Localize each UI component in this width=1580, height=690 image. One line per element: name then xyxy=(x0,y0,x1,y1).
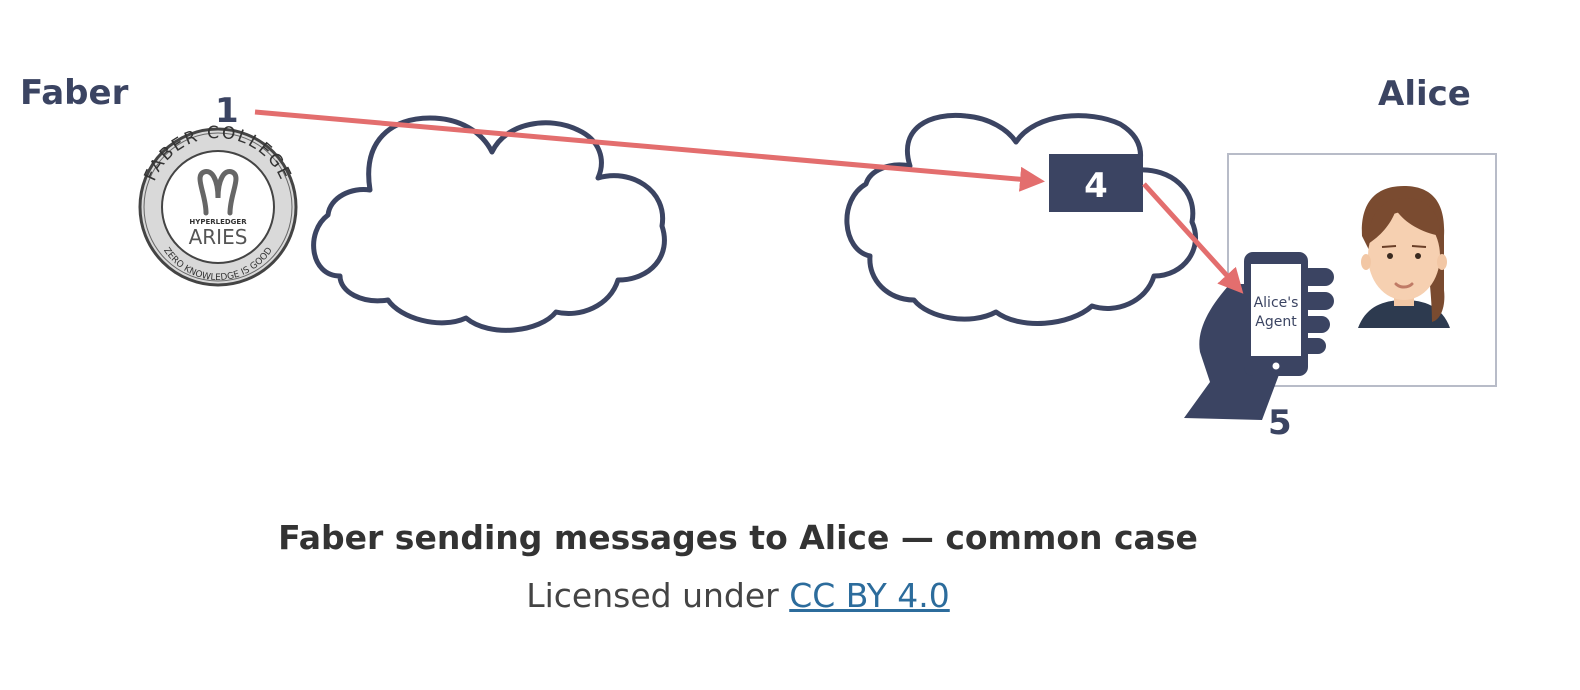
faber-label: Faber xyxy=(20,73,129,113)
figure-caption: Faber sending messages to Alice — common… xyxy=(278,518,1198,557)
phone-label-line-2: Agent xyxy=(1255,314,1297,330)
diagram-canvas: Faber Alice 1 FABER COLLEGE ZERO KNOWLED… xyxy=(20,73,1497,443)
alice-avatar xyxy=(1358,186,1450,328)
alice-label: Alice xyxy=(1378,74,1471,114)
cloud-left xyxy=(311,115,667,333)
license-link[interactable]: CC BY 4.0 xyxy=(789,576,950,615)
license-prefix: Licensed under xyxy=(526,576,779,615)
seal-main-text: ARIES xyxy=(189,225,248,249)
cloud-right xyxy=(844,112,1199,326)
license-line: Licensed under CC BY 4.0 xyxy=(0,576,1476,615)
phone-label-line-1: Alice's xyxy=(1254,295,1299,311)
seal-small-text: HYPERLEDGER xyxy=(189,218,247,226)
step-4-label: 4 xyxy=(1084,166,1108,206)
arrow-agent-to-phone xyxy=(1142,182,1244,294)
phone-icon xyxy=(1244,252,1308,376)
faber-college-seal: FABER COLLEGE ZERO KNOWLEDGE IS GOOD HYP… xyxy=(138,123,298,287)
aries-icon xyxy=(197,169,239,216)
step-4-box xyxy=(1049,154,1143,212)
step-5-label: 5 xyxy=(1268,403,1292,443)
arrow-faber-to-agent xyxy=(254,109,1045,192)
step-1-label: 1 xyxy=(215,91,239,131)
